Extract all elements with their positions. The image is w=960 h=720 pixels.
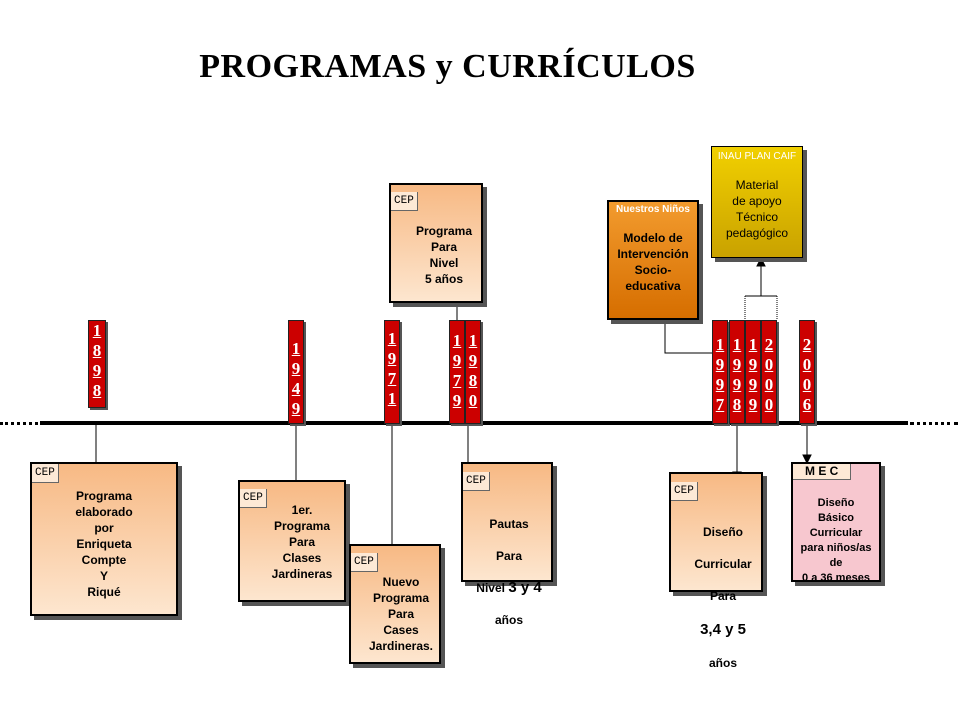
mec-tag: M E C xyxy=(793,464,852,480)
box-line: Pautas xyxy=(489,517,529,531)
box-header: Nuestros Niños xyxy=(616,204,690,215)
box-line: años xyxy=(708,656,737,670)
cep-tag: CEP xyxy=(351,553,378,572)
box-2006-mec: M E C Diseño Básico Curricular para niño… xyxy=(791,462,881,584)
box-text: Material de apoyo Técnico pedagógico xyxy=(725,178,789,240)
box-line: Para xyxy=(495,549,523,563)
box-inau-plan-caif: INAU PLAN CAIF Material de apoyo Técnico… xyxy=(711,146,803,258)
timeline-dotted-left xyxy=(0,422,38,425)
box-text: Modelo de Intervención Socio- educativa xyxy=(617,231,689,293)
box-text: Programa elaborado por Enriqueta Compte … xyxy=(75,489,133,599)
cep-tag: CEP xyxy=(240,489,267,508)
box-1898-programa: CEP Programa elaborado por Enriqueta Com… xyxy=(30,462,178,616)
box-text: Programa Para Nivel 5 años xyxy=(415,224,473,286)
box-text: 1er. Programa Para Clases Jardineras xyxy=(271,503,333,581)
box-1971-programa: CEP Nuevo Programa Para Cases Jardineras… xyxy=(349,544,441,664)
box-header: INAU PLAN CAIF xyxy=(717,151,797,162)
box-line: Diseño xyxy=(702,525,743,539)
box-1949-programa: CEP 1er. Programa Para Clases Jardineras xyxy=(238,480,346,602)
page-title: PROGRAMAS y CURRÍCULOS xyxy=(199,48,696,85)
box-line: Nivel 3 y 4 xyxy=(476,579,542,596)
box-line: años xyxy=(494,613,523,627)
box-line: 3,4 y 5 xyxy=(700,621,746,638)
box-text: Diseño Básico Curricular para niños/as d… xyxy=(800,497,872,584)
box-text: Nuevo Programa Para Cases Jardineras. xyxy=(368,575,434,653)
timeline-dotted-right xyxy=(910,422,958,425)
box-nuestros-ninos: Nuestros Niños Modelo de Intervención So… xyxy=(607,200,699,320)
cep-tag: CEP xyxy=(391,192,418,211)
cep-tag: CEP xyxy=(463,472,490,491)
cep-tag: CEP xyxy=(671,482,698,501)
box-line: Para xyxy=(709,589,737,603)
box-line: Curricular xyxy=(694,557,752,571)
box-1979-programa: CEP Programa Para Nivel 5 años xyxy=(389,183,483,303)
box-1980-pautas: CEP Pautas Para Nivel 3 y 4 años xyxy=(461,462,553,627)
box-1997-diseno-curricular: CEP Diseño Curricular Para 3,4 y 5 años xyxy=(669,472,763,670)
cep-tag: CEP xyxy=(32,464,59,483)
